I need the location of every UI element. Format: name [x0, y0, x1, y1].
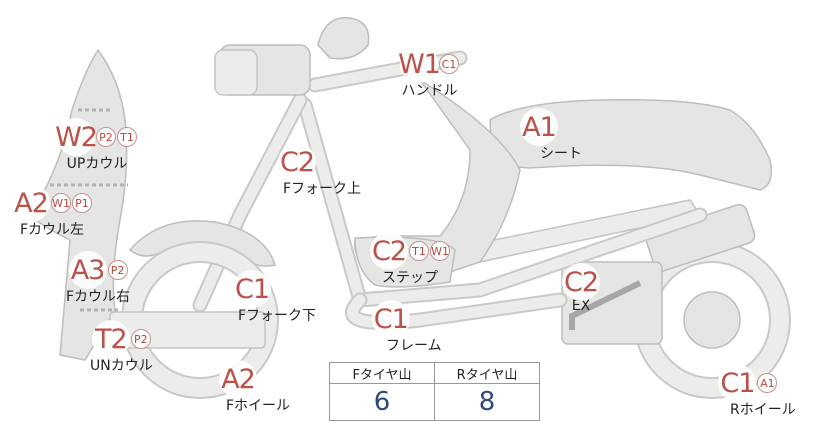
code-badge: C2	[278, 143, 317, 181]
part-name: Rホイール	[730, 402, 796, 418]
label-exhaust: C2 EX	[562, 263, 600, 314]
code-badge: W1	[398, 45, 441, 83]
front-tire-header: Fタイヤ山	[329, 362, 435, 384]
label-f-fork-lower: C1 Fフォーク下	[188, 270, 316, 325]
sub-badge: P2	[130, 329, 151, 349]
label-f-fork-upper: C2 Fフォーク上	[233, 143, 361, 198]
part-name: EX	[571, 298, 591, 314]
code-badge: A3	[68, 251, 107, 289]
sub-badge: P2	[96, 127, 116, 147]
mirror	[317, 17, 370, 60]
label-seat: A1 シート	[496, 108, 582, 163]
code-badge: W2	[55, 118, 98, 156]
code-badge: A2	[219, 360, 258, 398]
code-badge: T2	[91, 320, 130, 358]
code-badge: A1	[520, 108, 558, 146]
exhaust-pipe	[569, 280, 642, 330]
code-badge: C2	[370, 232, 408, 270]
part-name: Fカウル左	[19, 222, 85, 238]
code-badge: C2	[562, 263, 600, 301]
part-name: ハンドル	[401, 83, 458, 99]
sub-badge: C1	[439, 54, 459, 74]
part-name: シート	[540, 146, 582, 162]
sub-badge: A1	[757, 373, 778, 393]
seat-body	[489, 98, 772, 191]
part-name: Fフォーク下	[238, 308, 317, 324]
front-tire-value: 6	[329, 383, 435, 421]
part-name: Fフォーク上	[283, 181, 362, 197]
code-badge: C1	[718, 364, 757, 402]
rear-tire-header: Rタイヤ山	[434, 362, 540, 384]
label-f-wheel: A2 Fホイール	[186, 360, 290, 415]
sub-badge: P2	[107, 260, 128, 280]
code-badge: C1	[371, 300, 410, 338]
code-badge: A2	[12, 184, 50, 222]
sub-badge: T1	[117, 127, 137, 147]
sub-badge: T1	[409, 241, 429, 261]
main-body	[353, 79, 521, 273]
sub-badge: P1	[72, 193, 92, 213]
part-name: Fホイール	[226, 398, 291, 414]
part-name: UNカウル	[90, 358, 153, 374]
sub-badge: W1	[430, 241, 450, 261]
part-name: UPカウル	[66, 156, 128, 172]
tire-tread-table: Fタイヤ山 Rタイヤ山 6 8	[329, 362, 540, 421]
sub-badge: W1	[51, 193, 71, 213]
code-badge: C1	[233, 270, 272, 308]
part-name: フレーム	[386, 338, 442, 354]
part-name: Fカウル右	[66, 289, 131, 305]
label-frame: C1 フレーム	[340, 300, 442, 355]
part-name: ステップ	[382, 270, 438, 286]
rear-tire-value: 8	[434, 383, 540, 421]
